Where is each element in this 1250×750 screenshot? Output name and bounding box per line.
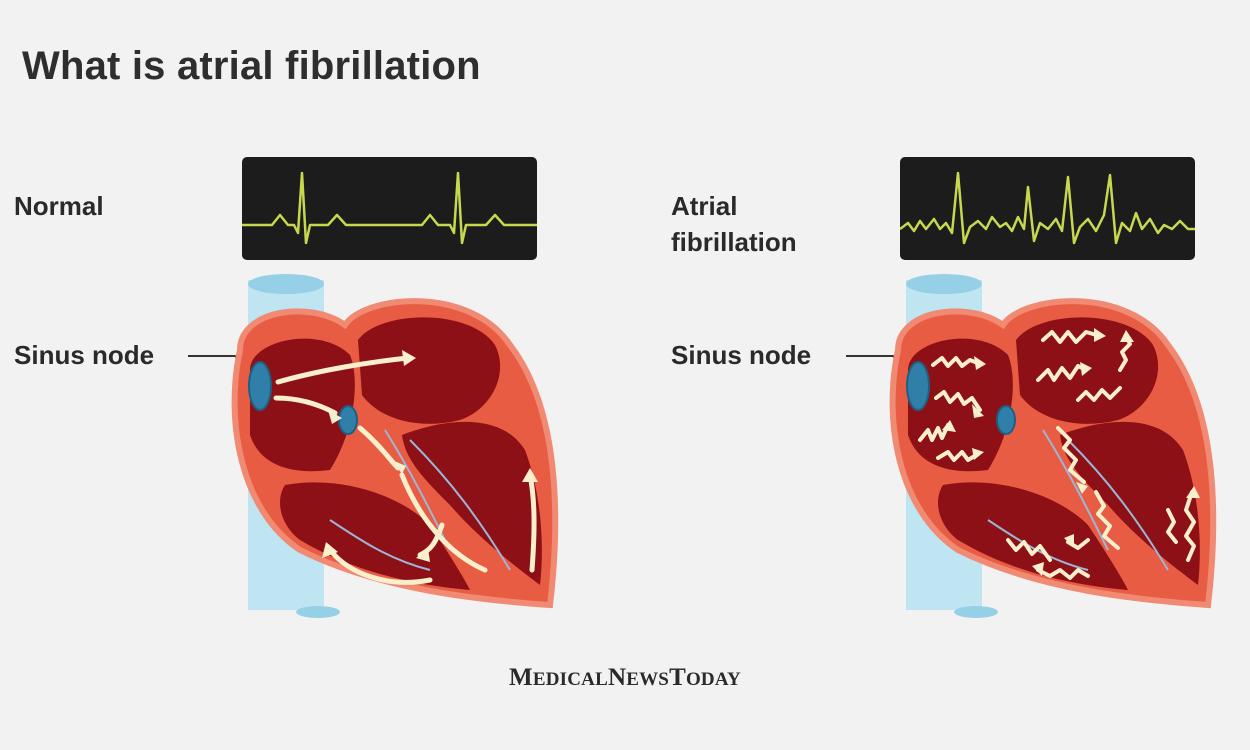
normal-label: Normal — [14, 191, 104, 221]
normal-left-ventricle — [402, 421, 542, 585]
normal-sinus-node-label: Sinus node — [14, 340, 155, 370]
normal-ecg-trace — [242, 171, 537, 245]
logo-n: N — [607, 664, 627, 691]
afib-sinus-node-label: Sinus node — [671, 340, 812, 370]
afib-right-ventricle — [938, 482, 1128, 590]
logo-oday: ODAY — [685, 669, 741, 690]
afib-av-node — [996, 405, 1016, 435]
afib-heart-illustration — [846, 274, 1217, 618]
logo-m: M — [509, 664, 533, 691]
medical-news-today-logo: MEDICALNEWSTODAY — [0, 664, 1250, 692]
normal-av-node — [338, 405, 358, 435]
afib-left-ventricle — [1060, 421, 1200, 585]
normal-sinus-node — [248, 361, 272, 411]
afib-sinus-node — [906, 361, 930, 411]
afib-chaotic-conduction-arrows — [918, 330, 1196, 580]
normal-left-atrium — [358, 317, 501, 424]
page-title: What is atrial fibrillation — [22, 44, 481, 88]
afib-ecg-screen — [900, 157, 1195, 260]
logo-t: T — [669, 664, 686, 691]
logo-ews: EWS — [626, 669, 670, 690]
afib-label-line2: fibrillation — [671, 227, 797, 257]
logo-edical: EDICAL — [532, 669, 608, 690]
normal-heart-illustration — [188, 274, 559, 618]
normal-ecg-screen — [242, 157, 537, 260]
normal-right-ventricle — [280, 482, 470, 590]
afib-ecg-trace — [900, 171, 1195, 245]
afib-label: Atrial fibrillation — [671, 188, 797, 260]
afib-label-line1: Atrial — [671, 191, 738, 221]
